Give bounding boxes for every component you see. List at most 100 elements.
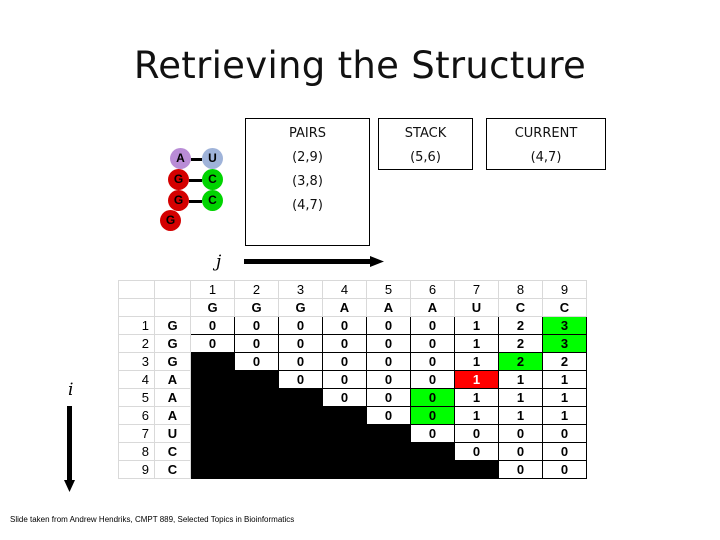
matrix-corner: [154, 280, 191, 299]
matrix-cell-3-5: 0: [366, 352, 411, 371]
matrix-cell-6-8: 1: [498, 406, 543, 425]
matrix-cell-2-7: 1: [454, 334, 499, 353]
matrix-col-base-1: G: [190, 298, 235, 317]
nucleotide-g: G: [168, 169, 189, 190]
matrix-cell-9-3: [278, 460, 323, 479]
matrix-cell-4-6: 0: [410, 370, 455, 389]
stack-value-0: (5,6): [410, 150, 441, 165]
matrix-cell-3-1: [190, 352, 235, 371]
matrix-cell-6-3: [278, 406, 323, 425]
matrix-cell-7-9: 0: [542, 424, 587, 443]
matrix-col-base-3: G: [278, 298, 323, 317]
matrix-cell-5-2: [234, 388, 279, 407]
matrix-cell-2-1: 0: [190, 334, 235, 353]
pairs-box: PAIRS (2,9) (3,8) (4,7): [245, 118, 370, 246]
stack-box: STACK (5,6): [378, 118, 473, 170]
matrix-row-base-4: A: [154, 370, 191, 389]
matrix-cell-5-3: [278, 388, 323, 407]
matrix-cell-2-5: 0: [366, 334, 411, 353]
nucleotide-g: G: [168, 190, 189, 211]
matrix-cell-1-7: 1: [454, 316, 499, 335]
matrix-cell-2-2: 0: [234, 334, 279, 353]
matrix-row-number-8: 8: [118, 442, 155, 461]
matrix-cell-8-9: 0: [542, 442, 587, 461]
matrix-cell-3-6: 0: [410, 352, 455, 371]
matrix-row-base-7: U: [154, 424, 191, 443]
matrix-cell-8-1: [190, 442, 235, 461]
matrix-col-number-9: 9: [542, 280, 587, 299]
matrix-cell-1-9: 3: [542, 316, 587, 335]
matrix-col-number-8: 8: [498, 280, 543, 299]
matrix-cell-6-9: 1: [542, 406, 587, 425]
matrix-row-number-5: 5: [118, 388, 155, 407]
current-box-title: CURRENT: [514, 126, 578, 141]
matrix-corner: [118, 280, 155, 299]
matrix-cell-8-6: [410, 442, 455, 461]
base-pair-bond: [189, 200, 202, 203]
axis-label-i: i: [68, 380, 74, 400]
matrix-cell-6-4: [322, 406, 367, 425]
nucleotide-c: C: [202, 169, 223, 190]
matrix-col-number-7: 7: [454, 280, 499, 299]
matrix-cell-4-9: 1: [542, 370, 587, 389]
current-value-0: (4,7): [530, 150, 562, 165]
matrix-cell-9-9: 0: [542, 460, 587, 479]
pairs-value-1: (3,8): [292, 174, 323, 189]
matrix-cell-7-5: [366, 424, 411, 443]
matrix-cell-2-8: 2: [498, 334, 543, 353]
matrix-row-base-1: G: [154, 316, 191, 335]
matrix-cell-8-8: 0: [498, 442, 543, 461]
nucleotide-c: C: [202, 190, 223, 211]
matrix-cell-2-9: 3: [542, 334, 587, 353]
matrix-cell-1-4: 0: [322, 316, 367, 335]
matrix-cell-8-4: [322, 442, 367, 461]
matrix-cell-7-2: [234, 424, 279, 443]
matrix-corner: [154, 298, 191, 317]
matrix-col-base-8: C: [498, 298, 543, 317]
matrix-row-number-4: 4: [118, 370, 155, 389]
matrix-col-number-1: 1: [190, 280, 235, 299]
matrix-cell-4-8: 1: [498, 370, 543, 389]
matrix-col-number-4: 4: [322, 280, 367, 299]
matrix-cell-8-5: [366, 442, 411, 461]
matrix-row-number-7: 7: [118, 424, 155, 443]
pairs-box-title: PAIRS: [288, 126, 327, 141]
footer-attribution: Slide taken from Andrew Hendriks, CMPT 8…: [10, 515, 295, 524]
pairs-value-2: (4,7): [292, 198, 323, 213]
matrix-cell-9-1: [190, 460, 235, 479]
axis-label-j: j: [216, 252, 222, 272]
matrix-cell-9-8: 0: [498, 460, 543, 479]
matrix-cell-8-2: [234, 442, 279, 461]
matrix-col-base-5: A: [366, 298, 411, 317]
matrix-col-base-6: A: [410, 298, 455, 317]
matrix-cell-5-5: 0: [366, 388, 411, 407]
matrix-col-number-2: 2: [234, 280, 279, 299]
matrix-cell-9-5: [366, 460, 411, 479]
matrix-cell-1-6: 0: [410, 316, 455, 335]
matrix-cell-5-4: 0: [322, 388, 367, 407]
page-title: Retrieving the Structure: [133, 44, 587, 87]
matrix-col-number-5: 5: [366, 280, 411, 299]
matrix-row-base-9: C: [154, 460, 191, 479]
matrix-cell-1-8: 2: [498, 316, 543, 335]
matrix-cell-6-7: 1: [454, 406, 499, 425]
matrix-row-number-1: 1: [118, 316, 155, 335]
matrix-col-base-4: A: [322, 298, 367, 317]
current-box: CURRENT (4,7): [486, 118, 606, 170]
matrix-cell-7-4: [322, 424, 367, 443]
matrix-cell-4-5: 0: [366, 370, 411, 389]
matrix-cell-7-3: [278, 424, 323, 443]
matrix-cell-4-2: [234, 370, 279, 389]
matrix-cell-4-4: 0: [322, 370, 367, 389]
matrix-cell-3-4: 0: [322, 352, 367, 371]
matrix-col-number-6: 6: [410, 280, 455, 299]
matrix-cell-7-1: [190, 424, 235, 443]
